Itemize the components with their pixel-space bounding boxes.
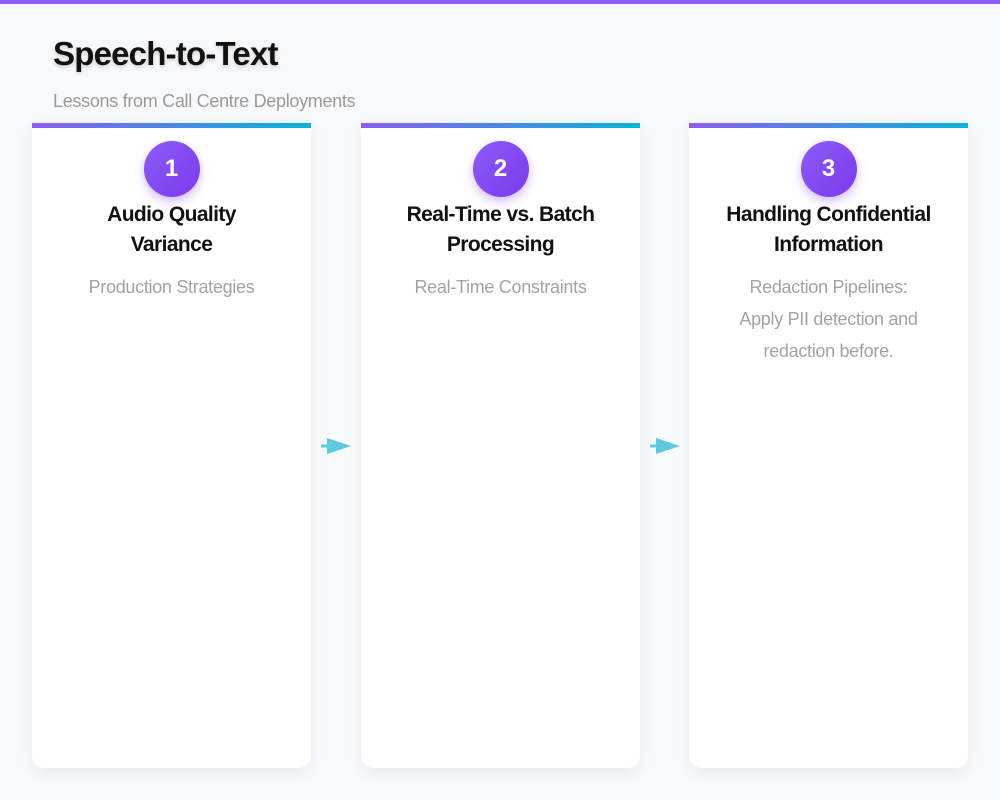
- card-accent-bar: [689, 123, 968, 128]
- step-description: Production Strategies: [88, 277, 255, 297]
- card-accent-bar: [361, 123, 640, 128]
- arrow-right-icon: [321, 438, 351, 454]
- arrow-right-icon: [650, 438, 680, 454]
- step-card-1: 1 Audio Quality Variance Production Stra…: [32, 123, 311, 768]
- step-number-badge: 3: [800, 141, 857, 197]
- step-title: Real-Time vs. Batch Processing: [406, 203, 595, 256]
- step-card-3: 3 Handling Confidential Information Reda…: [689, 123, 968, 768]
- step-number-badge: 2: [472, 141, 529, 197]
- step-description: Redaction Pipelines: Apply PII detection…: [739, 277, 918, 361]
- step-description: Real-Time Constraints: [414, 277, 587, 297]
- step-title: Audio Quality Variance: [107, 203, 236, 256]
- top-accent-bar: [0, 0, 1000, 4]
- step-card-2: 2 Real-Time vs. Batch Processing Real-Ti…: [361, 123, 640, 768]
- page-subtitle: Lessons from Call Centre Deployments: [53, 91, 356, 111]
- step-title: Handling Confidential Information: [726, 203, 931, 256]
- step-number-badge: 1: [143, 141, 200, 197]
- card-accent-bar: [32, 123, 311, 128]
- page-title: Speech-to-Text: [53, 35, 279, 72]
